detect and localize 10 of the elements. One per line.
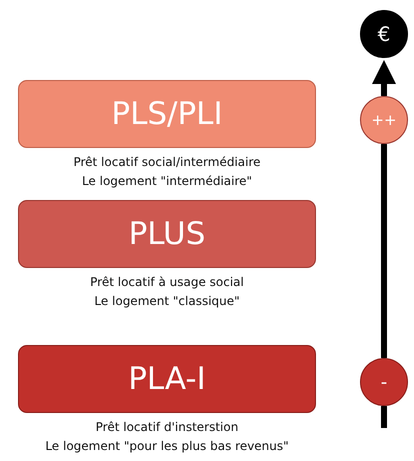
loan-description: Prêt locatif à usage social Le logement "classique"	[89, 274, 245, 310]
arrow	[372, 60, 396, 96]
level-circle: -	[360, 358, 408, 406]
loan-description: Prêt locatif d'insterstion Le logement "pour les plus bas revenus"	[44, 419, 290, 455]
loan-type-box: PLA-I	[18, 345, 316, 413]
level-circle: ++	[360, 96, 408, 144]
loan-type-box: PLS/PLI	[18, 80, 316, 148]
loan-description: Prêt locatif social/intermédiaire Le logement "intermédiaire"	[72, 154, 262, 190]
loan-type-box: PLUS	[18, 200, 316, 268]
level-circle: €	[360, 10, 408, 58]
